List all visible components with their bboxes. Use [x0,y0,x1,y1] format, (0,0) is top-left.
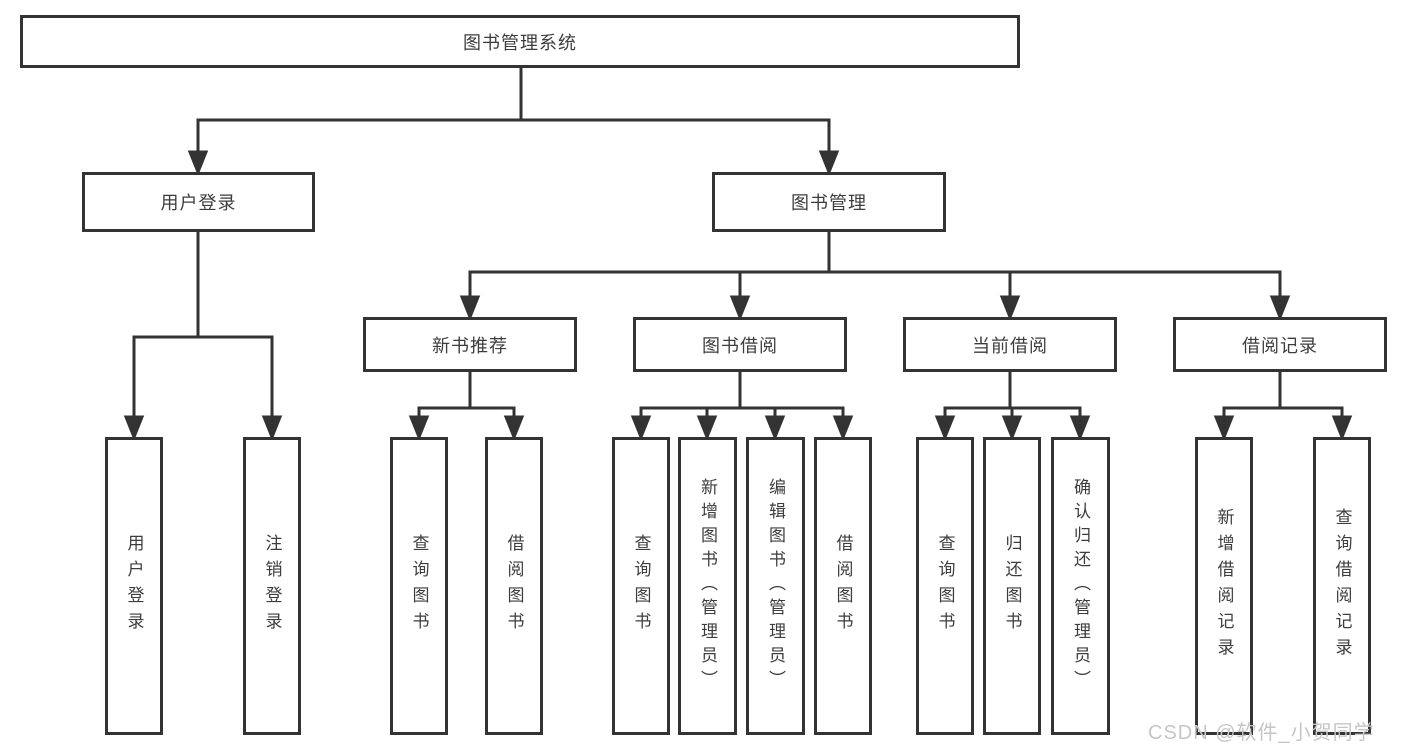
leaf-return-books: 归还图书 [983,437,1041,735]
leaf-borrow-books-2: 借阅图书 [814,437,872,735]
leaf-edit-books-admin: 编辑图书（管理员） [746,437,805,735]
leaf-borrow-books: 借阅图书 [485,437,543,735]
leaf-query-books-2: 查询图书 [612,437,670,735]
leaf-user-login: 用户登录 [105,437,163,735]
leaf-confirm-return-admin: 确认归还（管理员） [1051,437,1110,735]
node-current-borrow: 当前借阅 [903,317,1117,372]
node-label: 图书借阅 [702,335,778,356]
csdn-watermark: CSDN @软件_小贺同学 [1148,722,1375,744]
node-user-login: 用户登录 [82,172,315,232]
node-book-management: 图书管理 [712,172,946,232]
leaf-query-borrow-record: 查询借阅记录 [1313,437,1371,735]
node-borrow-records: 借阅记录 [1173,317,1387,372]
leaf-query-books: 查询图书 [390,437,448,735]
node-label: 新书推荐 [432,335,508,356]
leaf-logout: 注销登录 [243,437,301,735]
node-library-management-system: 图书管理系统 [20,15,1020,68]
node-label: 借阅记录 [1242,335,1318,356]
leaf-add-borrow-record: 新增借阅记录 [1195,437,1253,735]
node-label: 当前借阅 [972,335,1048,356]
leaf-add-books-admin: 新增图书（管理员） [678,437,737,735]
node-book-borrow: 图书借阅 [633,317,847,372]
node-label: 用户登录 [160,193,237,213]
node-label: 图书管理 [791,193,867,213]
leaf-query-books-3: 查询图书 [916,437,974,735]
node-new-book-recommend: 新书推荐 [363,317,577,372]
node-label: 图书管理系统 [463,32,577,53]
